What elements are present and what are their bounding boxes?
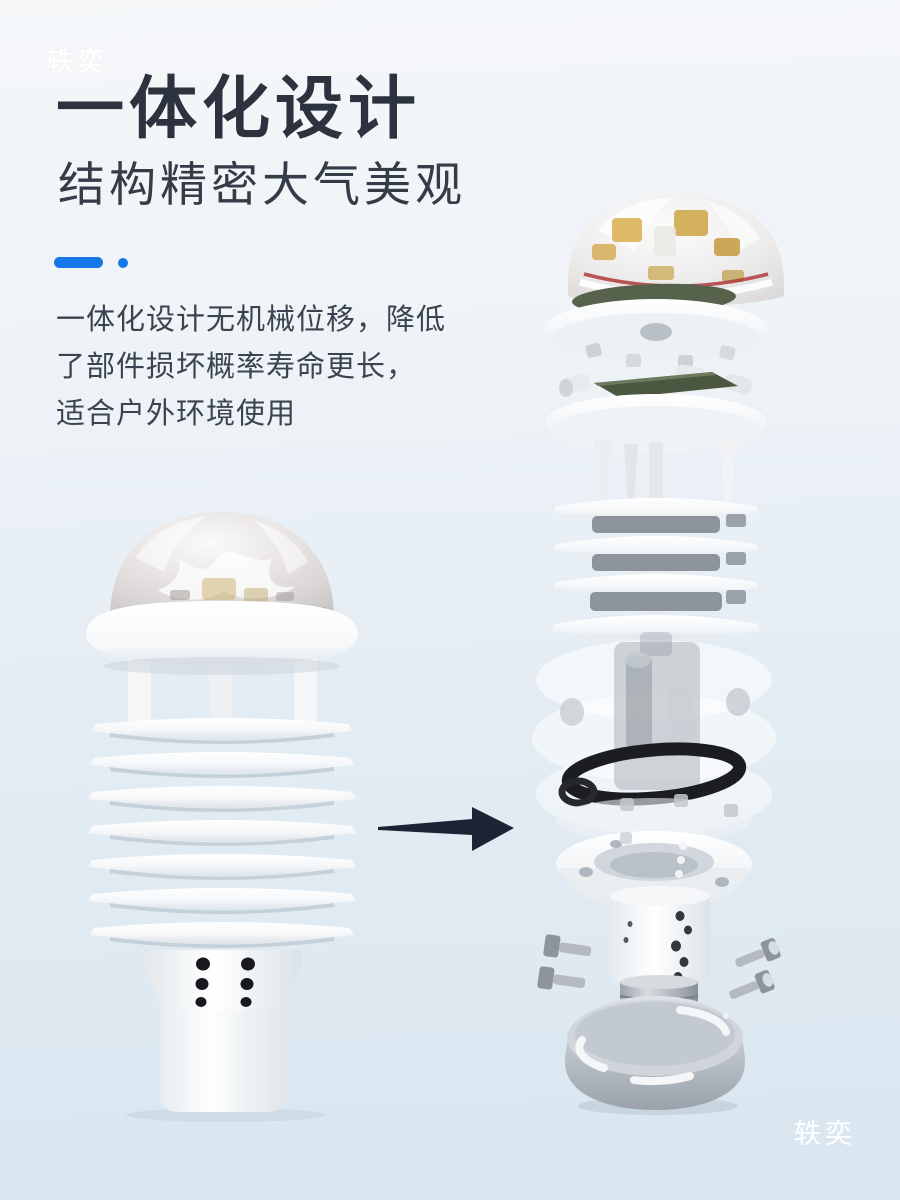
arrow-right-icon: [378, 807, 514, 851]
top-cap: [86, 601, 358, 675]
divider-dash: [54, 257, 103, 268]
exploded-view-illustration: [532, 194, 784, 1115]
upper-disc: [544, 299, 768, 368]
louver-stack: [88, 718, 356, 948]
flange-disc: [556, 831, 752, 910]
description-text: 一体化设计无机械位移，降低 了部件损坏概率寿命更长， 适合户外环境使用: [56, 304, 447, 430]
transducers-and-pcb: [559, 364, 753, 398]
page-subtitle: 结构精密大气美观: [58, 158, 466, 211]
mounting-screws: [537, 934, 781, 1000]
pillar-disc: [546, 394, 766, 504]
sensor-pillars: [128, 650, 317, 734]
stud-disc-ghost: [556, 794, 752, 842]
speaker-holes: [195, 957, 255, 1007]
neck-cylinder: [610, 886, 710, 990]
neck-with-holes: [144, 950, 302, 1012]
accent-divider: [54, 257, 144, 269]
base-plate: [565, 996, 745, 1115]
brand-logo-bottom: 轶奕: [794, 1119, 856, 1149]
exploded-glass-dome: [568, 194, 784, 307]
page-title: 一体化设计: [56, 71, 422, 147]
base-cylinder: [160, 1010, 286, 1112]
dome-internal-components: [592, 210, 744, 282]
brand-logo-top: 轶奕: [46, 47, 108, 77]
assembled-product-illustration: [86, 512, 358, 1122]
gasket-ring: [558, 742, 747, 807]
separated-louver-plates: [552, 498, 760, 639]
divider-dot: [118, 258, 128, 268]
